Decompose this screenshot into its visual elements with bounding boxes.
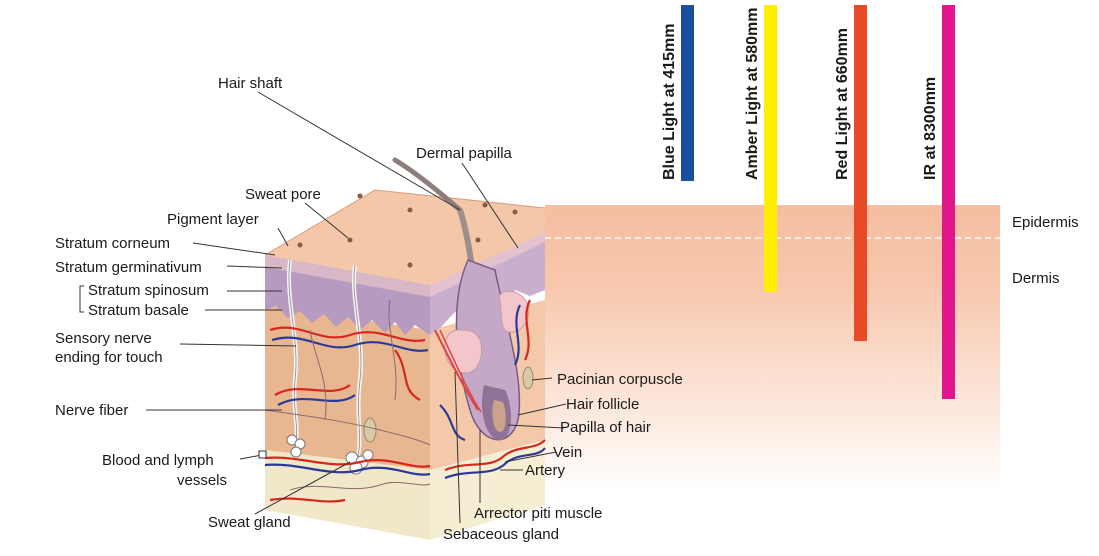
label-stratum-basale: Stratum basale (88, 302, 189, 319)
label-vein: Vein (553, 444, 582, 461)
label-sensory-nerve: Sensory nerve (55, 330, 152, 347)
epidermis-label: Epidermis (1012, 214, 1079, 231)
stratum-corneum-right (430, 232, 545, 297)
label-nerve-fiber: Nerve fiber (55, 402, 128, 419)
label-dermal-papilla: Dermal papilla (416, 145, 513, 162)
leader-lines (79, 91, 567, 524)
light-bar-label-3: Red Light at 660mm (834, 28, 851, 180)
label-blood-lymph-2: vessels (177, 472, 227, 489)
light-bar-3 (854, 5, 867, 341)
label-sensory-nerve-2: ending for touch (55, 349, 163, 366)
light-bar-label-2: Amber Light at 580mm (744, 8, 761, 180)
label-pacinian: Pacinian corpuscle (557, 371, 683, 388)
dermis-label: Dermis (1012, 270, 1060, 287)
light-bar-label-1: Blue Light at 415mm (661, 24, 678, 180)
label-stratum-spinosum: Stratum spinosum (88, 282, 209, 299)
label-sweat-pore: Sweat pore (245, 186, 321, 203)
label-sebaceous: Sebaceous gland (443, 526, 559, 543)
label-hair-shaft: Hair shaft (218, 75, 283, 92)
light-bar-label-4: IR at 8300mm (922, 77, 939, 180)
light-bar-1 (681, 5, 694, 181)
light-bar-2 (764, 5, 777, 292)
label-arrector: Arrector piti muscle (474, 505, 602, 522)
label-pigment-layer: Pigment layer (167, 211, 259, 228)
label-artery: Artery (525, 462, 566, 479)
label-papilla-hair: Papilla of hair (560, 419, 651, 436)
label-stratum-germinativum: Stratum germinativum (55, 259, 202, 276)
label-sweat-gland: Sweat gland (208, 514, 291, 531)
hypodermis-front (265, 450, 430, 540)
label-stratum-corneum: Stratum corneum (55, 235, 170, 252)
light-bar-4 (942, 5, 955, 399)
light-bars: Blue Light at 415mm Amber Light at 580mm R… (661, 5, 955, 399)
labels: Hair shaft Dermal papilla Sweat pore Pig… (55, 75, 683, 543)
label-blood-lymph: Blood and lymph (102, 452, 214, 469)
skin-block (264, 157, 546, 540)
label-hair-follicle: Hair follicle (566, 396, 639, 413)
hypodermis-right (430, 440, 545, 540)
stratum-corneum-front (265, 255, 430, 297)
